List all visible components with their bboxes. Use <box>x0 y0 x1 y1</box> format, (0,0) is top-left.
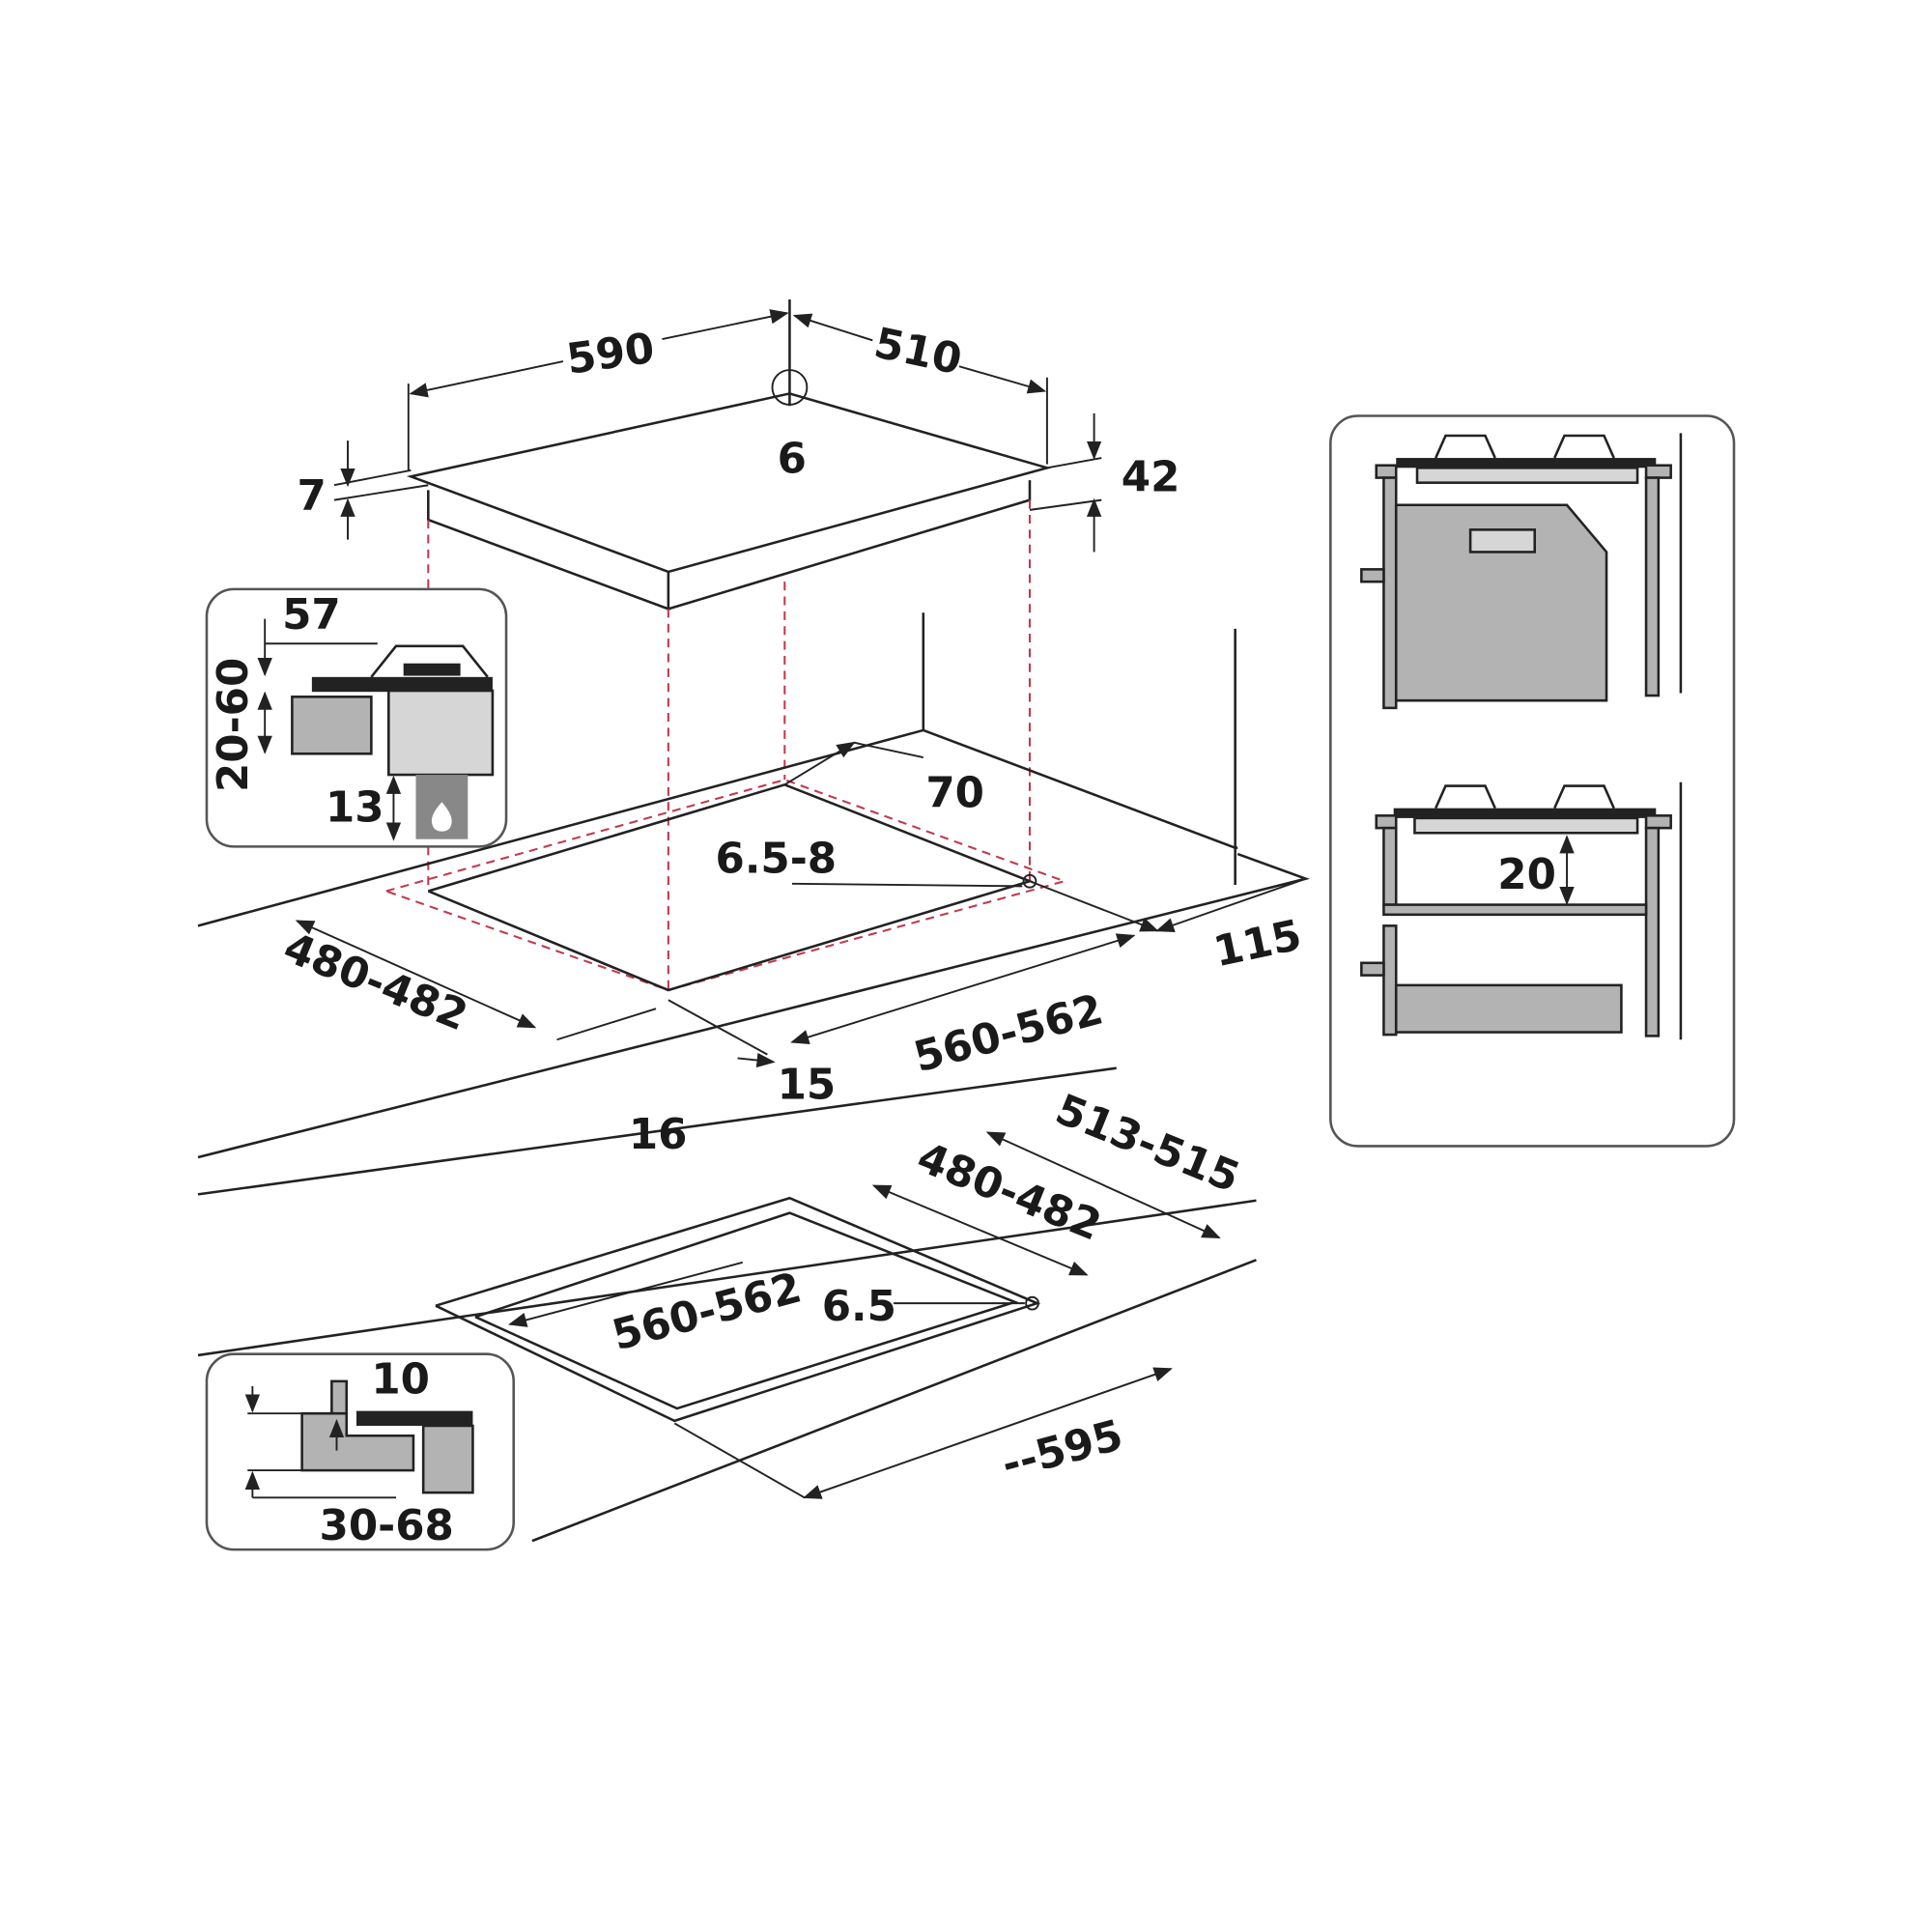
label-panel-gap: 20 <box>1497 851 1556 899</box>
hob-drawing <box>333 299 1102 611</box>
label-corner-radius: 6 <box>778 435 807 483</box>
burner-detail-box <box>205 587 508 848</box>
label-front-clearance: 16 <box>629 1111 688 1159</box>
worktop-cutout <box>197 612 1311 1196</box>
label-outer-depth: 513-515 <box>1049 1086 1246 1203</box>
label-cutout-depth: 480-482 <box>277 923 474 1040</box>
label-inner-width: 560-562 <box>608 1264 807 1360</box>
label-width: 590 <box>564 325 658 384</box>
label-worktop: 30-68 <box>320 1502 454 1550</box>
label-depth: 510 <box>870 319 966 384</box>
flush-detail-box <box>205 1352 515 1551</box>
label-front-gap: 15 <box>778 1062 837 1110</box>
label-flush-corner-radius: 6.5 <box>822 1283 896 1331</box>
label-cutout-corner-radius: 6.5-8 <box>716 835 838 883</box>
label-rebate: 10 <box>371 1356 430 1405</box>
label-side-clearance: 115 <box>1209 911 1305 977</box>
label-rear-clearance: 70 <box>925 769 984 817</box>
label-glass-thickness: 7 <box>297 472 326 521</box>
label-burner-height: 57 <box>282 591 341 639</box>
label-burner-range: 20-60 <box>210 658 258 792</box>
cabinet-detail-box <box>1329 414 1736 1148</box>
label-body-height: 42 <box>1122 454 1180 502</box>
label-cutout-width: 560-562 <box>909 985 1108 1082</box>
label-gas-clearance: 13 <box>326 784 384 833</box>
label-inner-depth: 480-482 <box>911 1133 1108 1250</box>
flush-cutout <box>197 1131 1257 1543</box>
gas-flame-icon <box>431 802 452 832</box>
